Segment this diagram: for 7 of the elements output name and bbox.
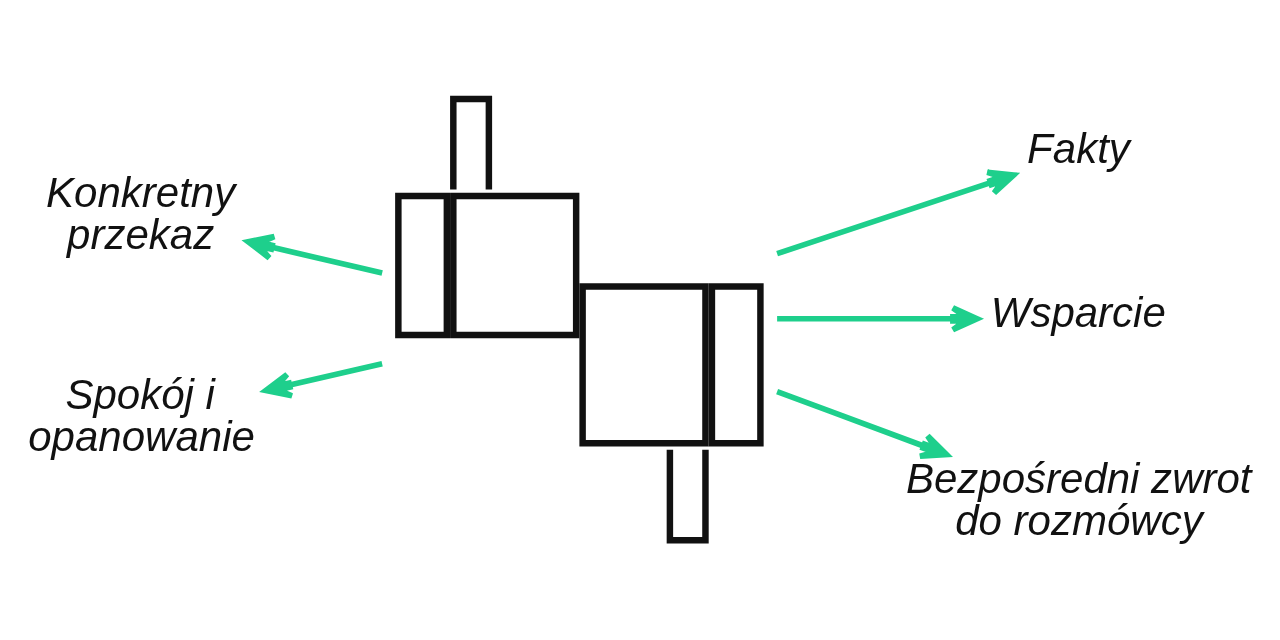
node-text: Bezpośredni zwrot do rozmówcy [905,455,1252,545]
arrow [776,388,950,460]
node-text: Wsparcie [990,289,1166,337]
arrow [776,169,1017,257]
node-text: Fakty [1027,124,1130,172]
node-text: Spokój i opanowanie [28,370,255,460]
node-text: Konkretny przekaz [46,168,236,258]
